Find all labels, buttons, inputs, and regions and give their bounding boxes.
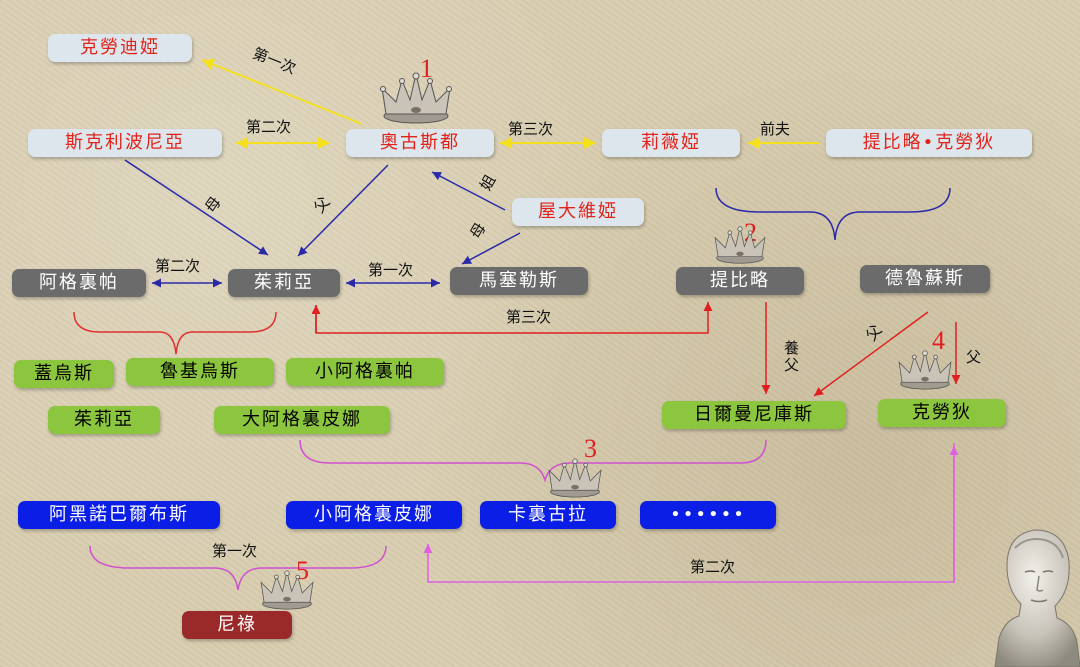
node-kelaodiya: 克勞迪婭 bbox=[48, 34, 192, 62]
crown-icon bbox=[896, 350, 954, 390]
label-second-marriage-claudius: 第二次 bbox=[690, 556, 735, 577]
node-marcellus: 馬塞勒斯 bbox=[450, 267, 588, 295]
node-agrippina-major: 大阿格裏皮娜 bbox=[214, 406, 390, 434]
node-agrippina-minor: 小阿格裏皮娜 bbox=[286, 501, 462, 529]
label-second-marriage-agrippa: 第二次 bbox=[155, 255, 200, 276]
node-nero: 尼祿 bbox=[182, 611, 292, 639]
crown-icon bbox=[712, 226, 768, 264]
node-julia-minor: 茱莉亞 bbox=[48, 406, 160, 434]
node-octavia: 屋大維婭 bbox=[512, 198, 644, 226]
label-second-marriage: 第二次 bbox=[246, 116, 291, 137]
crown-icon bbox=[546, 458, 604, 498]
arrow-octavia-marcellus bbox=[462, 233, 520, 264]
node-sikeli: 斯克利波尼亞 bbox=[28, 129, 222, 157]
crown-icon bbox=[378, 72, 454, 124]
arrow-augustus-julia bbox=[298, 165, 388, 256]
crown-icon bbox=[258, 570, 316, 610]
node-ellipsis: •••••• bbox=[640, 501, 776, 529]
label-third-marriage-tiberius: 第三次 bbox=[506, 306, 551, 327]
node-lucius: 魯基烏斯 bbox=[126, 358, 274, 386]
label-first-marriage-marcellus: 第一次 bbox=[368, 259, 413, 280]
brace-agrippa-julia-children bbox=[74, 312, 276, 354]
node-ahenobarbus: 阿黑諾巴爾布斯 bbox=[18, 501, 220, 529]
node-claudius: 克勞狄 bbox=[878, 399, 1006, 427]
node-agrippa-postumus: 小阿格裏帕 bbox=[286, 358, 444, 386]
label-ex-husband: 前夫 bbox=[760, 118, 790, 139]
node-agrippa: 阿格裏帕 bbox=[12, 269, 146, 297]
node-augustus: 奧古斯都 bbox=[346, 129, 494, 157]
node-caligula: 卡裏古拉 bbox=[480, 501, 616, 529]
node-tiberius-claudius: 提比略•克勞狄 bbox=[826, 129, 1032, 157]
label-first-marriage-nero: 第一次 bbox=[212, 540, 257, 561]
node-drusus: 德魯蘇斯 bbox=[860, 265, 990, 293]
node-gaius: 蓋烏斯 bbox=[14, 360, 114, 388]
node-tiberius: 提比略 bbox=[676, 267, 804, 295]
node-julia: 茱莉亞 bbox=[228, 269, 340, 297]
brace-germanicus-children bbox=[300, 440, 766, 480]
label-third-marriage: 第三次 bbox=[508, 118, 553, 139]
bust-portrait bbox=[985, 520, 1080, 667]
node-liweiya: 莉薇婭 bbox=[602, 129, 740, 157]
label-adoptive-father: 養父 bbox=[784, 340, 802, 374]
label-father-3: 父 bbox=[966, 346, 981, 367]
arrow-sikeli-julia bbox=[125, 160, 268, 255]
node-germanicus: 日爾曼尼庫斯 bbox=[662, 401, 846, 429]
